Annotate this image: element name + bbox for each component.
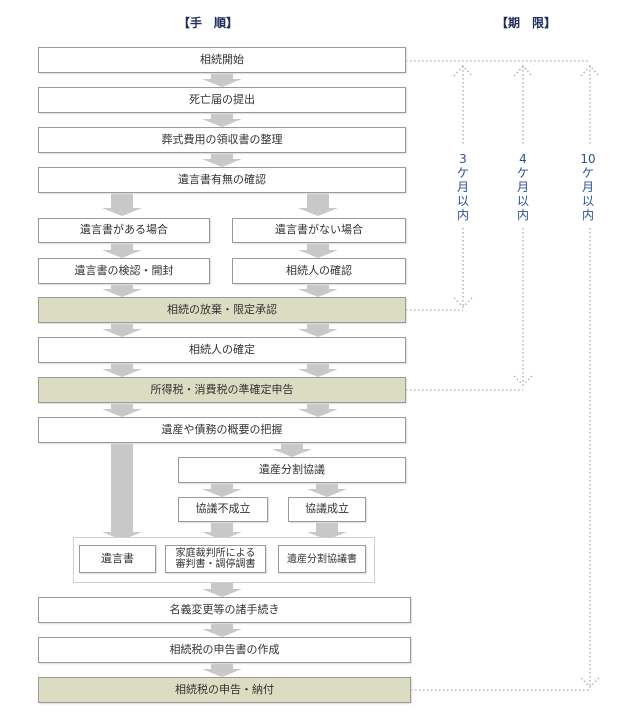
deadline-char: 月 bbox=[516, 180, 529, 194]
flow-arrow bbox=[202, 73, 242, 87]
flow-arrow bbox=[298, 403, 338, 417]
deadline-connector bbox=[453, 228, 473, 308]
doc-court: 家庭裁判所による 審判書・調停調書 bbox=[165, 545, 266, 573]
flow-arrow bbox=[202, 113, 242, 127]
step-heir-check: 相続人の確認 bbox=[232, 258, 406, 284]
deadline-char: 以 bbox=[581, 194, 594, 208]
step-without-will: 遺言書がない場合 bbox=[232, 218, 406, 243]
deadline-char: ケ bbox=[456, 166, 469, 180]
flow-arrow bbox=[202, 153, 242, 167]
deadline-char: 内 bbox=[456, 208, 469, 222]
deadline-char: 内 bbox=[516, 208, 529, 222]
step-asset-overview: 遺産や債務の概要の把握 bbox=[38, 417, 406, 443]
step-heir-confirm: 相続人の確定 bbox=[38, 337, 406, 363]
flow-arrow bbox=[272, 443, 312, 457]
doc-will: 遺言書 bbox=[79, 545, 156, 573]
deadline-connector bbox=[513, 65, 533, 145]
step-with-will: 遺言書がある場合 bbox=[38, 218, 210, 243]
deadline-char: ケ bbox=[581, 166, 594, 180]
flow-arrow bbox=[298, 193, 338, 216]
deadline-number: 10 bbox=[580, 152, 596, 166]
step-talks-failed: 協議不成立 bbox=[178, 497, 268, 522]
flow-arrow bbox=[202, 623, 242, 637]
deadline-connector bbox=[513, 228, 533, 386]
flow-arrow bbox=[102, 323, 142, 337]
deadline-number: 4 bbox=[519, 152, 527, 166]
deadline-char: 以 bbox=[516, 194, 529, 208]
doc-division: 遺産分割協議書 bbox=[278, 545, 366, 573]
flow-arrow bbox=[202, 581, 242, 597]
step-talks-agreed: 協議成立 bbox=[288, 497, 366, 522]
deadline-char: 内 bbox=[581, 208, 594, 222]
flow-arrow bbox=[102, 443, 142, 540]
flow-arrow bbox=[298, 363, 338, 377]
deadline-number: 3 bbox=[459, 152, 467, 166]
step-start: 相続開始 bbox=[38, 47, 406, 73]
flow-arrow bbox=[102, 284, 142, 297]
doc-court-line2: 審判書・調停調書 bbox=[175, 559, 256, 570]
flow-arrow bbox=[102, 193, 142, 216]
step-renunciation: 相続の放棄・限定承認 bbox=[38, 297, 406, 323]
flow-arrow bbox=[102, 363, 142, 377]
step-quasi-return: 所得税・消費税の準確定申告 bbox=[38, 377, 406, 403]
deadline-3-months: 3 ケ 月 以 内 bbox=[455, 152, 471, 222]
step-death-notice: 死亡届の提出 bbox=[38, 87, 406, 113]
deadline-char: ケ bbox=[516, 166, 529, 180]
step-will-inspection: 遺言書の検認・開封 bbox=[38, 258, 210, 284]
flow-arrow bbox=[307, 522, 347, 540]
procedure-header: 【手 順】 bbox=[178, 16, 239, 30]
flow-arrow bbox=[202, 522, 242, 540]
flow-arrow bbox=[307, 483, 347, 497]
deadline-connector bbox=[580, 65, 600, 145]
deadline-header: 【期 限】 bbox=[496, 16, 557, 30]
step-tax-return-file: 相続税の申告・納付 bbox=[38, 677, 411, 703]
deadline-4-months: 4 ケ 月 以 内 bbox=[515, 152, 531, 222]
doc-court-line1: 家庭裁判所による bbox=[175, 548, 256, 559]
deadline-10-months: 10 ケ 月 以 内 bbox=[578, 152, 598, 222]
flow-arrow bbox=[202, 483, 242, 497]
step-name-change: 名義変更等の諸手続き bbox=[38, 597, 411, 623]
step-tax-return-prep: 相続税の申告書の作成 bbox=[38, 637, 411, 663]
flow-arrow bbox=[102, 243, 142, 258]
deadline-char: 以 bbox=[456, 194, 469, 208]
step-will-check: 遺言書有無の確認 bbox=[38, 167, 406, 193]
flow-arrow bbox=[102, 403, 142, 417]
deadline-char: 月 bbox=[456, 180, 469, 194]
flow-arrow bbox=[298, 284, 338, 297]
flow-arrow bbox=[298, 243, 338, 258]
deadline-connector bbox=[453, 65, 473, 145]
step-funeral-receipts: 葬式費用の領収書の整理 bbox=[38, 127, 406, 153]
flow-arrow bbox=[202, 663, 242, 677]
step-division-talks: 遺産分割協議 bbox=[178, 457, 406, 483]
deadline-connector bbox=[580, 228, 600, 688]
flow-arrow bbox=[298, 323, 338, 337]
deadline-char: 月 bbox=[581, 180, 594, 194]
